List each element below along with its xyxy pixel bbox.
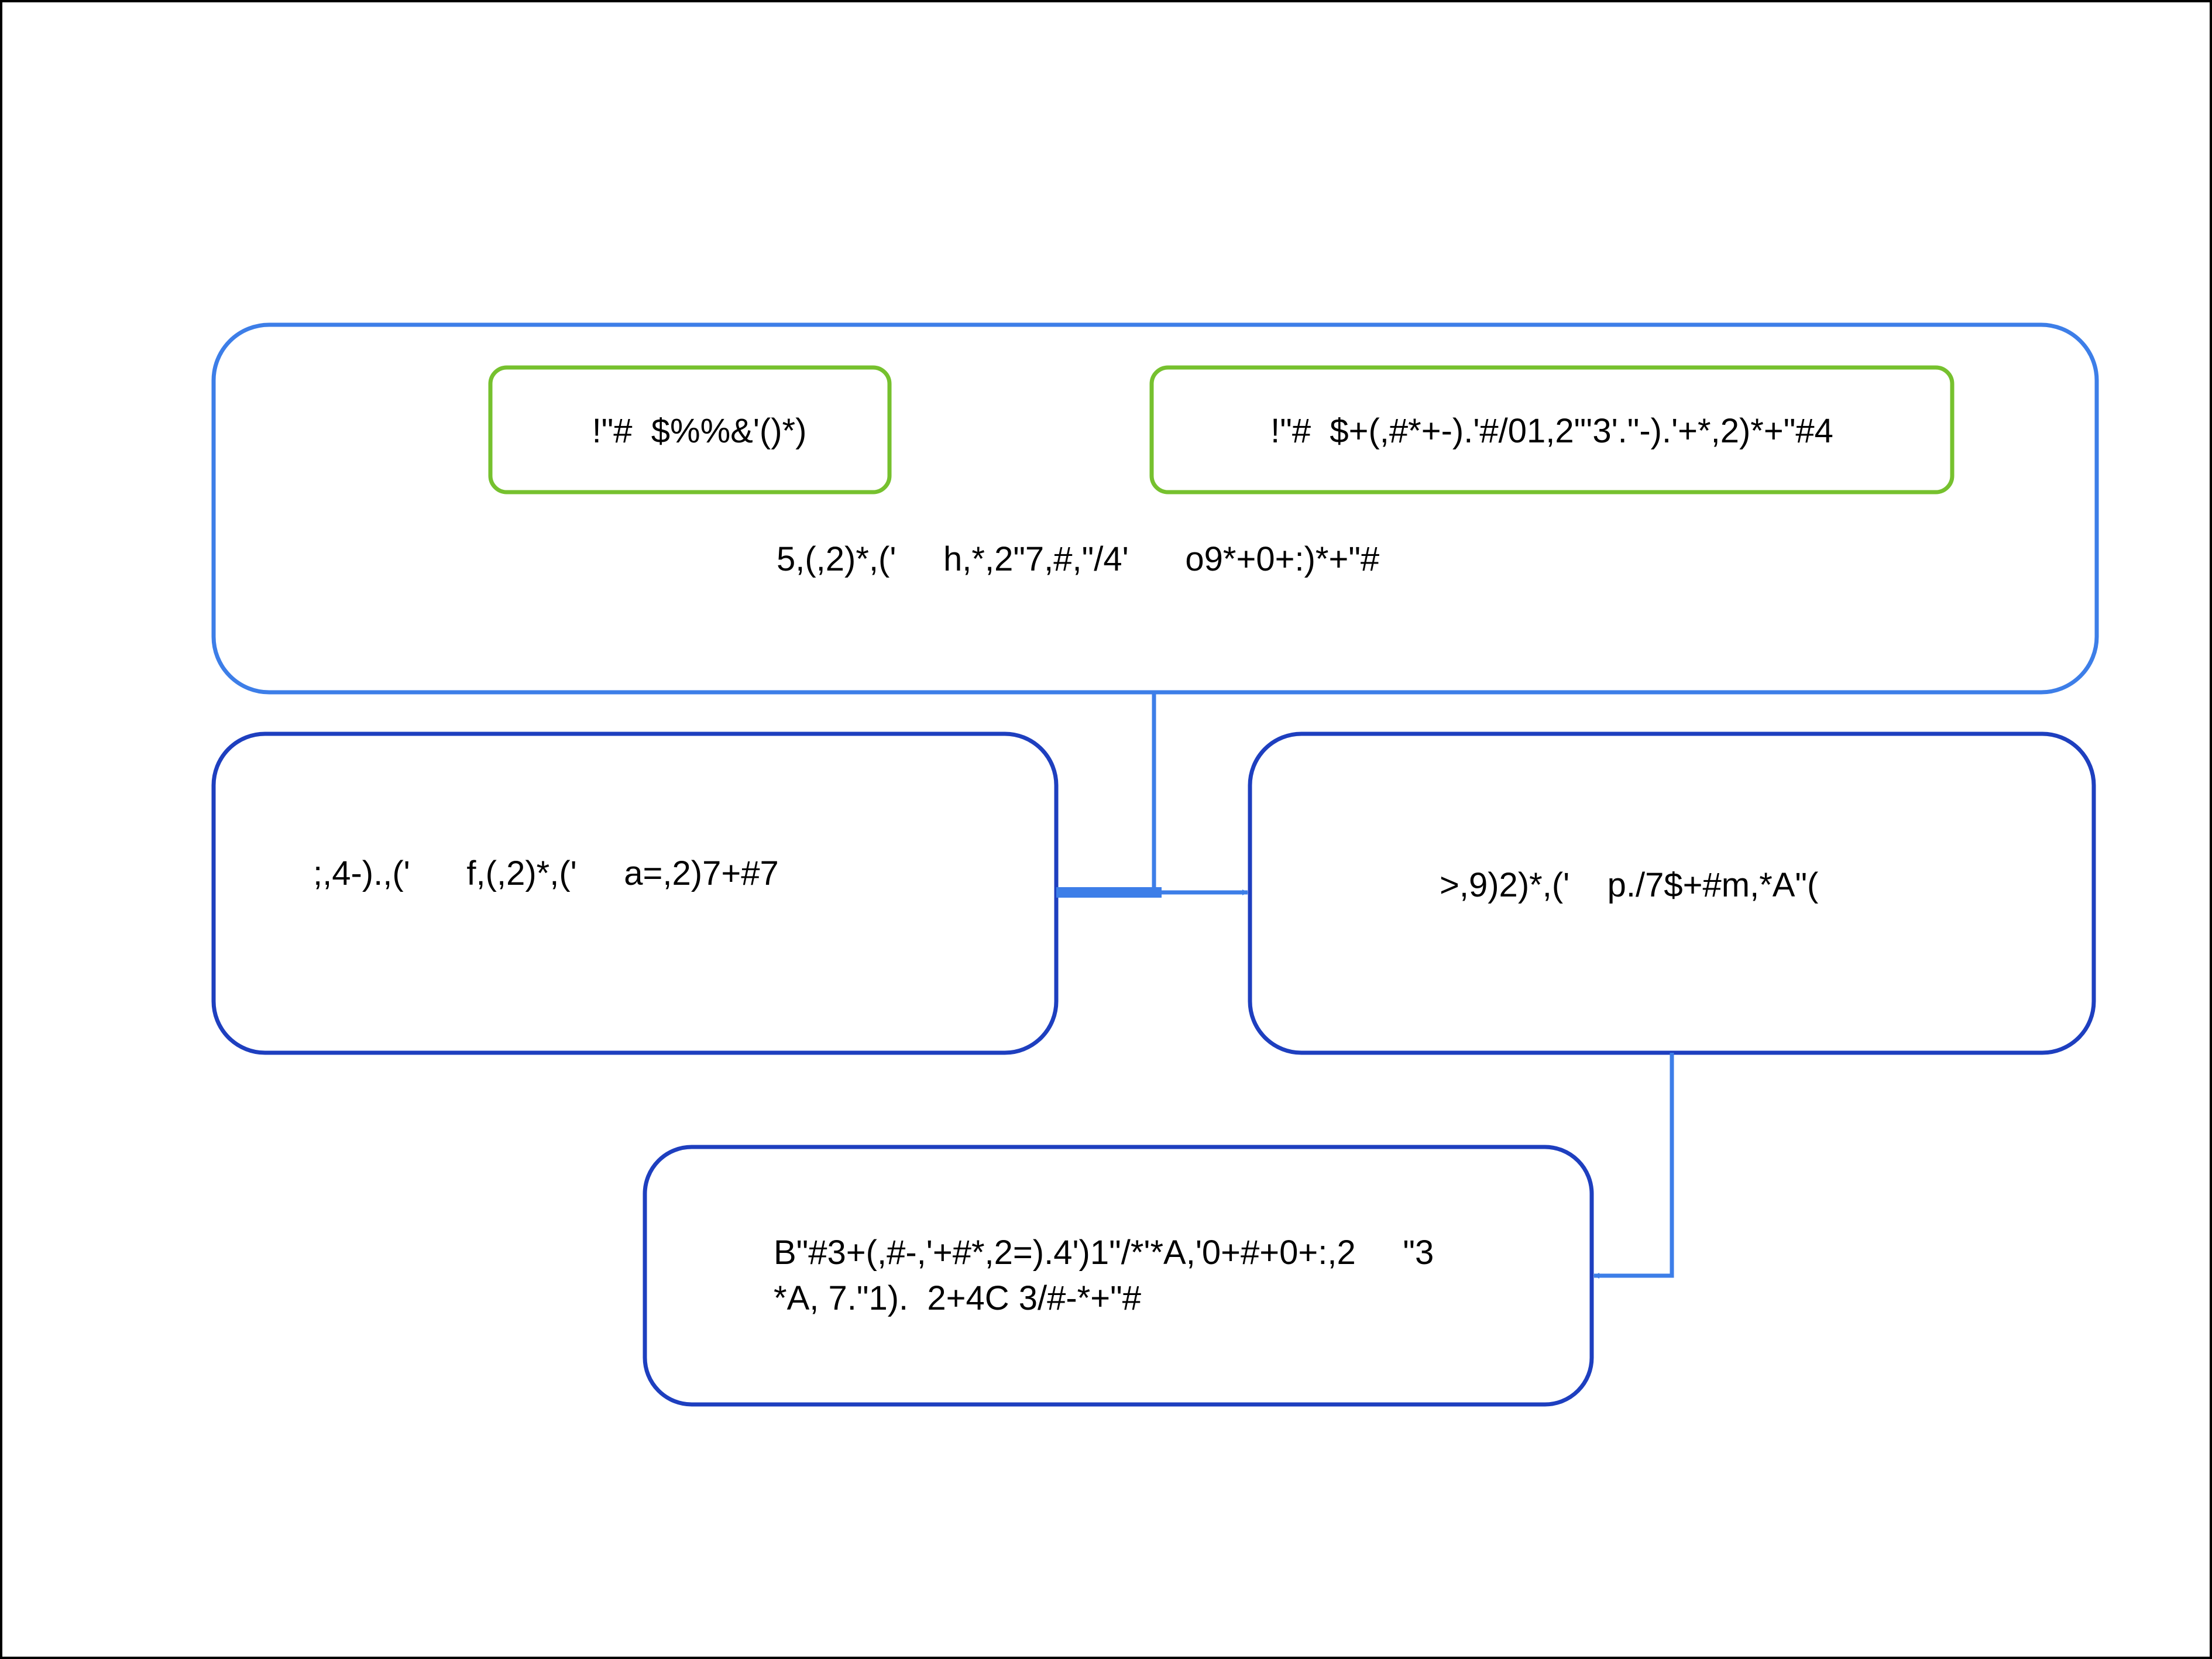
bottom-node-label-line1: B"#3+(,#-,'+#*,2=).4')1"/*'*A,'0+#+0+:,2… — [774, 1234, 1434, 1272]
header-left-label: !"# $%%&'()*) — [592, 412, 807, 450]
header-right-box — [1149, 365, 1955, 494]
header-right-label: !"# $+(,#*+-).'#/01,2"'3'."-).'+*,2)*+"#… — [1270, 412, 1833, 450]
header-left-box — [488, 365, 892, 494]
bottom-node-label-line2: *A, 7."1). 2+4C 3/#-*+"# — [774, 1279, 1141, 1317]
top-group-caption: 5,(,2)*,(' h,*,2"7,#,"/4' o9*+0+:)*+"# — [777, 540, 1379, 578]
left-node-label: ;,4-).,(' f,(,2)*,(' a=,2)7+#7 — [313, 854, 779, 892]
connector-right-to-bottom-arrow — [1593, 1053, 1674, 1279]
bottom-node-box — [643, 1145, 1594, 1407]
right-node-label: >,9)2)*,(' p./7$+#m,*A"( — [1440, 866, 1818, 904]
